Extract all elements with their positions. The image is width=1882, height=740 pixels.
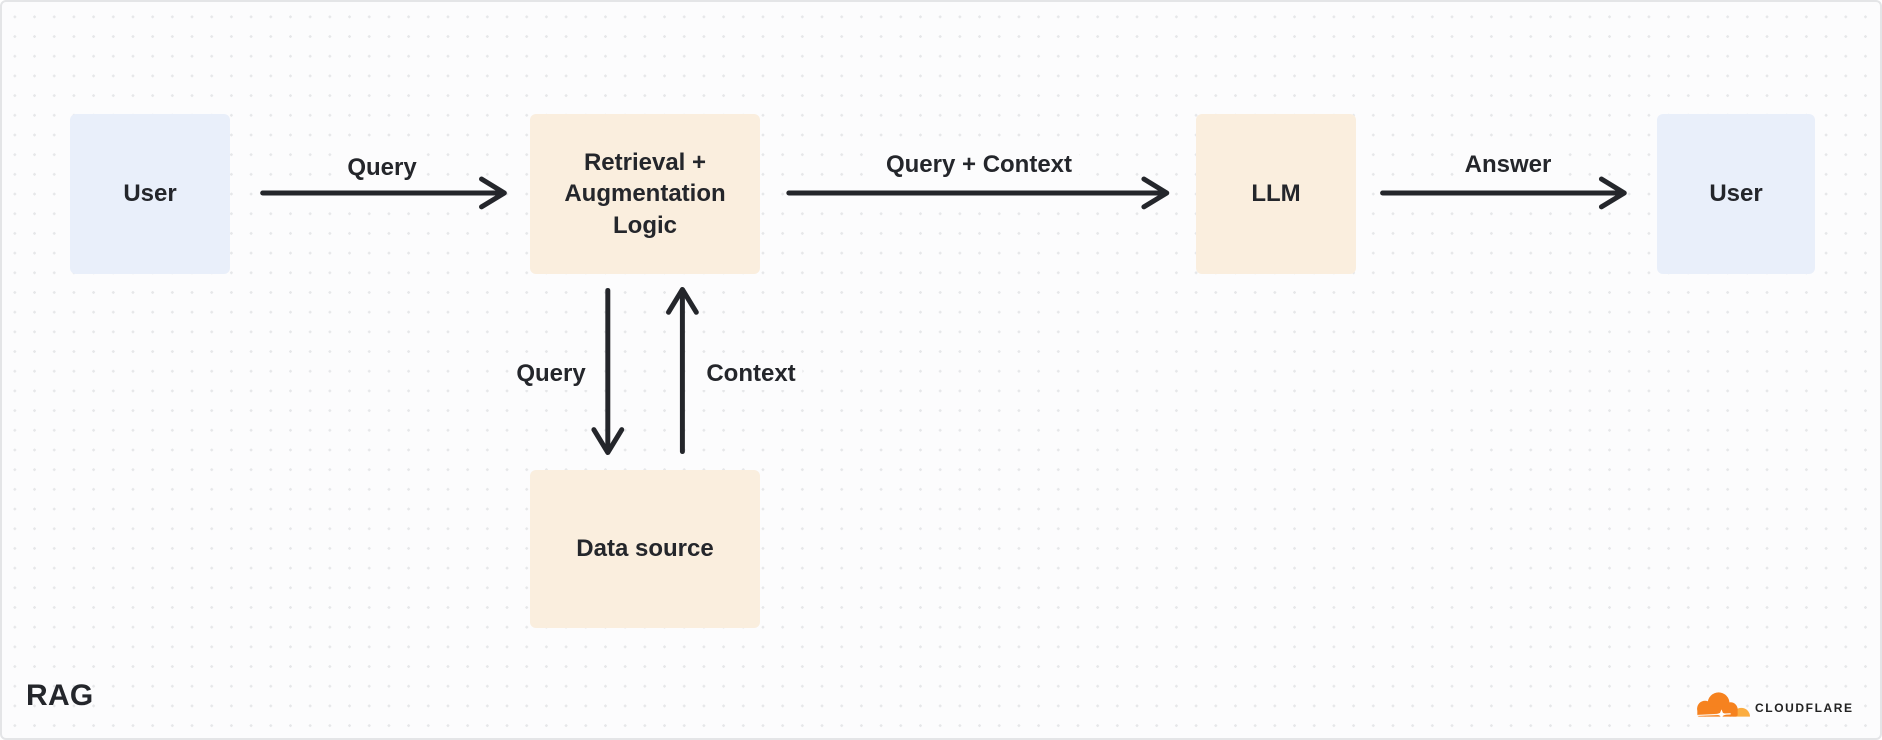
node-llm: LLM [1196,114,1356,274]
node-retrieval-augmentation-logic: Retrieval + Augmentation Logic [530,114,760,274]
node-label: Data source [576,535,714,563]
cloudflare-cloud-icon [1697,692,1750,720]
node-label: Retrieval + Augmentation Logic [564,149,726,239]
node-label: User [123,180,177,208]
arrow-context-up [665,286,699,455]
node-data-source: Data source [530,470,760,628]
edge-label-query: Query [340,152,424,184]
edge-label-query-context: Query + Context [878,149,1080,181]
arrow-query [260,176,507,210]
node-user-left: User [70,114,230,274]
node-user-right: User [1657,114,1815,274]
node-label: User [1709,180,1763,208]
edge-label-answer: Answer [1457,149,1559,181]
arrow-answer [1380,176,1627,210]
cloudflare-flare-icon [1697,709,1731,720]
diagram-title: RAG [26,679,94,712]
cloudflare-wordmark: CLOUDFLARE [1755,701,1854,715]
node-label: LLM [1251,180,1301,208]
edge-label-query-down: Query [509,358,593,390]
arrow-query-context [786,176,1170,210]
arrow-query-down [591,287,625,456]
cloudflare-logo: CLOUDFLARE [1692,688,1854,720]
edge-label-context-up: Context [699,358,803,390]
